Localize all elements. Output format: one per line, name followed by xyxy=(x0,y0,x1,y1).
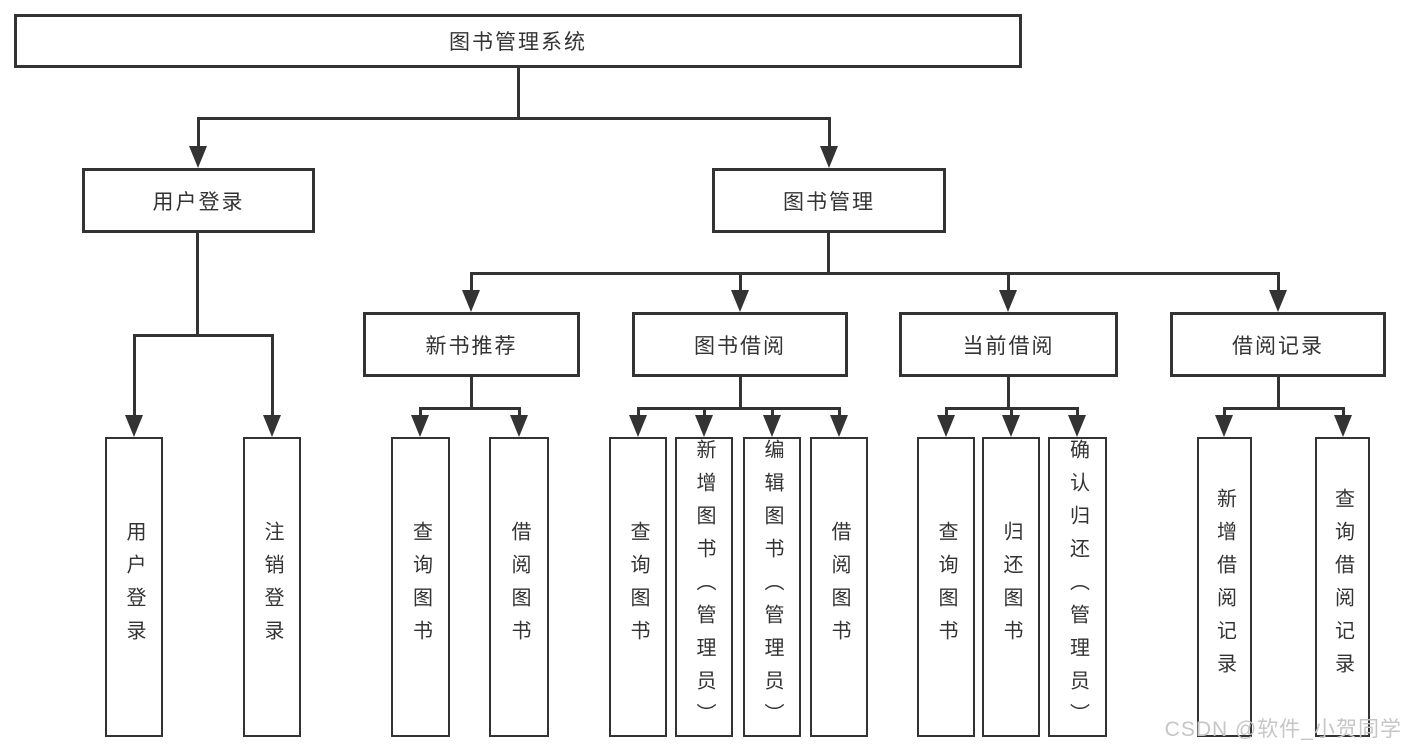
leaf-query-books-borrow-label: 查询图书 xyxy=(627,521,649,653)
connector-arrowhead xyxy=(411,415,429,437)
node-current-borrow-label: 当前借阅 xyxy=(962,334,1055,358)
connector-arrowhead xyxy=(763,415,781,437)
connector-arrowhead xyxy=(189,146,207,168)
connector-line xyxy=(470,377,473,410)
watermark: CSDN @软件_小贺同学 xyxy=(1164,718,1402,741)
node-library-system: 图书管理系统 xyxy=(14,14,1022,68)
node-book-management-label: 图书管理 xyxy=(783,190,875,214)
leaf-logout: 注销登录 xyxy=(243,437,301,737)
connector-line xyxy=(1010,407,1013,417)
connector-line xyxy=(703,407,706,417)
connector-line xyxy=(637,407,640,417)
leaf-query-borrow-record: 查询借阅记录 xyxy=(1315,437,1370,737)
node-user-login-label: 用户登录 xyxy=(152,190,245,214)
leaf-logout-label: 注销登录 xyxy=(261,521,283,653)
connector-arrowhead xyxy=(731,290,749,312)
connector-line xyxy=(771,407,774,417)
connector-arrowhead xyxy=(830,415,848,437)
connector-arrowhead xyxy=(1334,415,1352,437)
leaf-add-book-admin: 新增图书（管理员） xyxy=(675,437,733,737)
node-borrow-records: 借阅记录 xyxy=(1170,312,1386,377)
connector-line xyxy=(1342,407,1345,417)
leaf-return-books-label: 归还图书 xyxy=(1000,521,1022,653)
connector-line xyxy=(470,272,1280,275)
connector-line xyxy=(1277,377,1280,410)
connector-arrowhead xyxy=(125,415,143,437)
connector-arrowhead xyxy=(1068,415,1086,437)
leaf-query-books-recommend: 查询图书 xyxy=(391,437,450,737)
leaf-edit-book-admin-label: 编辑图书（管理员） xyxy=(761,439,783,736)
connector-arrowhead xyxy=(1002,415,1020,437)
connector-line xyxy=(1007,377,1010,410)
connector-line xyxy=(518,407,521,417)
connector-line xyxy=(133,334,274,337)
leaf-return-books: 归还图书 xyxy=(982,437,1040,737)
leaf-add-borrow-record: 新增借阅记录 xyxy=(1197,437,1252,737)
node-user-login: 用户登录 xyxy=(82,168,315,233)
connector-line xyxy=(739,272,742,294)
leaf-edit-book-admin: 编辑图书（管理员） xyxy=(743,437,801,737)
connector-line xyxy=(945,407,948,417)
node-book-management: 图书管理 xyxy=(712,168,946,233)
leaf-user-login: 用户登录 xyxy=(105,437,163,737)
connector-line xyxy=(271,334,274,417)
connector-line xyxy=(197,117,200,148)
connector-arrowhead xyxy=(1269,290,1287,312)
leaf-add-book-admin-label: 新增图书（管理员） xyxy=(693,439,715,736)
leaf-user-login-label: 用户登录 xyxy=(123,521,145,653)
leaf-borrow-books: 借阅图书 xyxy=(810,437,868,737)
leaf-query-books-recommend-label: 查询图书 xyxy=(409,521,432,653)
leaf-borrow-books-recommend: 借阅图书 xyxy=(489,437,549,737)
node-borrow-records-label: 借阅记录 xyxy=(1232,334,1324,358)
leaf-query-books-borrow: 查询图书 xyxy=(609,437,667,737)
node-book-borrow-label: 图书借阅 xyxy=(694,334,786,358)
leaf-query-books-current: 查询图书 xyxy=(917,437,975,737)
connector-line xyxy=(517,68,520,120)
node-current-borrow: 当前借阅 xyxy=(899,312,1118,377)
leaf-confirm-return-admin: 确认归还（管理员） xyxy=(1048,437,1107,737)
node-new-book-recommend-label: 新书推荐 xyxy=(425,334,518,358)
connector-arrowhead xyxy=(820,146,838,168)
connector-line xyxy=(828,117,831,148)
connector-line xyxy=(1277,272,1280,294)
connector-line xyxy=(1223,407,1344,410)
connector-arrowhead xyxy=(462,290,480,312)
leaf-add-borrow-record-label: 新增借阅记录 xyxy=(1213,488,1236,686)
connector-arrowhead xyxy=(1215,415,1233,437)
connector-arrowhead xyxy=(695,415,713,437)
connector-line xyxy=(470,272,473,294)
node-new-book-recommend: 新书推荐 xyxy=(363,312,580,377)
connector-line xyxy=(197,117,831,120)
leaf-borrow-books-label: 借阅图书 xyxy=(828,521,850,653)
connector-line xyxy=(196,233,199,337)
leaf-borrow-books-recommend-label: 借阅图书 xyxy=(508,521,530,653)
connector-line xyxy=(1076,407,1079,417)
connector-line xyxy=(133,334,136,417)
connector-line xyxy=(739,377,742,410)
connector-arrowhead xyxy=(999,290,1017,312)
connector-line xyxy=(838,407,841,417)
connector-line xyxy=(419,407,422,417)
connector-line xyxy=(419,407,521,410)
connector-line xyxy=(1007,272,1010,294)
leaf-query-books-current-label: 查询图书 xyxy=(935,521,957,653)
connector-arrowhead xyxy=(937,415,955,437)
connector-line xyxy=(1223,407,1226,417)
leaf-confirm-return-admin-label: 确认归还（管理员） xyxy=(1066,439,1089,736)
connector-line xyxy=(827,233,830,275)
node-library-system-label: 图书管理系统 xyxy=(449,31,587,54)
leaf-query-borrow-record-label: 查询借阅记录 xyxy=(1331,488,1354,686)
node-book-borrow: 图书借阅 xyxy=(632,312,848,377)
connector-line xyxy=(637,407,841,410)
connector-arrowhead xyxy=(629,415,647,437)
connector-arrowhead xyxy=(510,415,528,437)
connector-arrowhead xyxy=(263,415,281,437)
